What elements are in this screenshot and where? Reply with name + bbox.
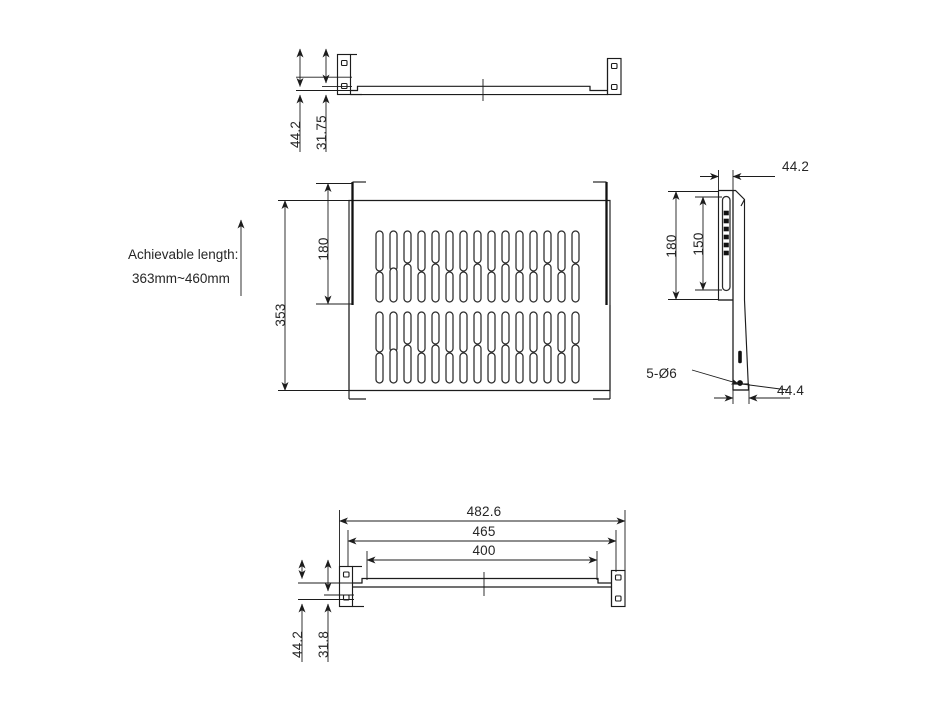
dim-465-label: 465 (472, 524, 495, 539)
side-view-lower-slot (738, 350, 742, 364)
dim-44-2-side-label: 44.2 (782, 159, 809, 174)
plan-view-right-rail (593, 181, 611, 400)
callout-5-dia-6: 5-Ø6 (646, 366, 789, 391)
dim-31-75-top: 31.75 (314, 48, 330, 152)
vent-slot-band-a-row-1 (375, 230, 580, 272)
dim-44-2-top-label: 44.2 (288, 121, 303, 148)
top-view-left-bracket (336, 53, 362, 96)
dim-44-2-top: 44.2 (288, 48, 304, 152)
side-view: 44.2 180 150 44.4 5-Ø (646, 159, 809, 404)
dim-400-label: 400 (472, 543, 495, 558)
dim-180-side-label: 180 (664, 234, 679, 257)
top-view-tray-profile (350, 85, 608, 96)
dim-150-side: 150 (691, 196, 722, 291)
bottom-view-right-bracket (610, 569, 626, 608)
side-view-adjust-slot (721, 195, 731, 292)
vent-slot-band-a-row-2 (375, 263, 580, 303)
plan-view: 353 180 Achievable length: 363mm~460mm (128, 181, 611, 400)
achievable-length-note: Achievable length: 363mm~460mm (128, 219, 245, 296)
plan-view-vent-slots (375, 230, 580, 384)
dim-180-plan-label: 180 (316, 237, 331, 260)
bottom-view-tray-profile (352, 577, 612, 588)
dim-44-4-side: 44.4 (714, 383, 804, 404)
achievable-length-label-line2: 363mm~460mm (132, 271, 230, 286)
achievable-length-label-line1: Achievable length: (128, 247, 238, 262)
dim-180-side: 180 (664, 191, 718, 300)
dim-31-8-bottom: 31.8 (316, 559, 332, 662)
dim-353-label: 353 (273, 303, 288, 326)
dim-353: 353 (273, 200, 349, 391)
dim-150-side-label: 150 (691, 232, 706, 255)
vent-slot-band-b-row-1 (375, 311, 580, 353)
dim-482-6: 482.6 (339, 504, 626, 570)
dim-180-plan: 180 (316, 183, 352, 305)
dim-44-2-side: 44.2 (700, 159, 809, 192)
dim-482-6-label: 482.6 (467, 504, 502, 519)
dim-465: 465 (347, 524, 617, 572)
dim-44-2-bottom-label: 44.2 (290, 631, 305, 658)
dim-44-2-bottom: 44.2 (290, 559, 306, 662)
side-view-mounting-hole (737, 380, 743, 386)
top-view-right-bracket (606, 57, 622, 96)
callout-5-dia-6-label: 5-Ø6 (646, 366, 677, 381)
plan-view-left-rail (348, 181, 366, 400)
top-elevation-view: 44.2 31.75 (288, 48, 622, 152)
dim-400: 400 (366, 543, 598, 580)
dim-44-4-side-label: 44.4 (777, 383, 804, 398)
dim-31-75-top-label: 31.75 (314, 115, 329, 150)
vent-slot-band-b-row-2 (375, 344, 580, 384)
bottom-elevation-view: 482.6 465 400 44.2 31 (290, 504, 626, 662)
dim-31-8-bottom-label: 31.8 (316, 631, 331, 658)
